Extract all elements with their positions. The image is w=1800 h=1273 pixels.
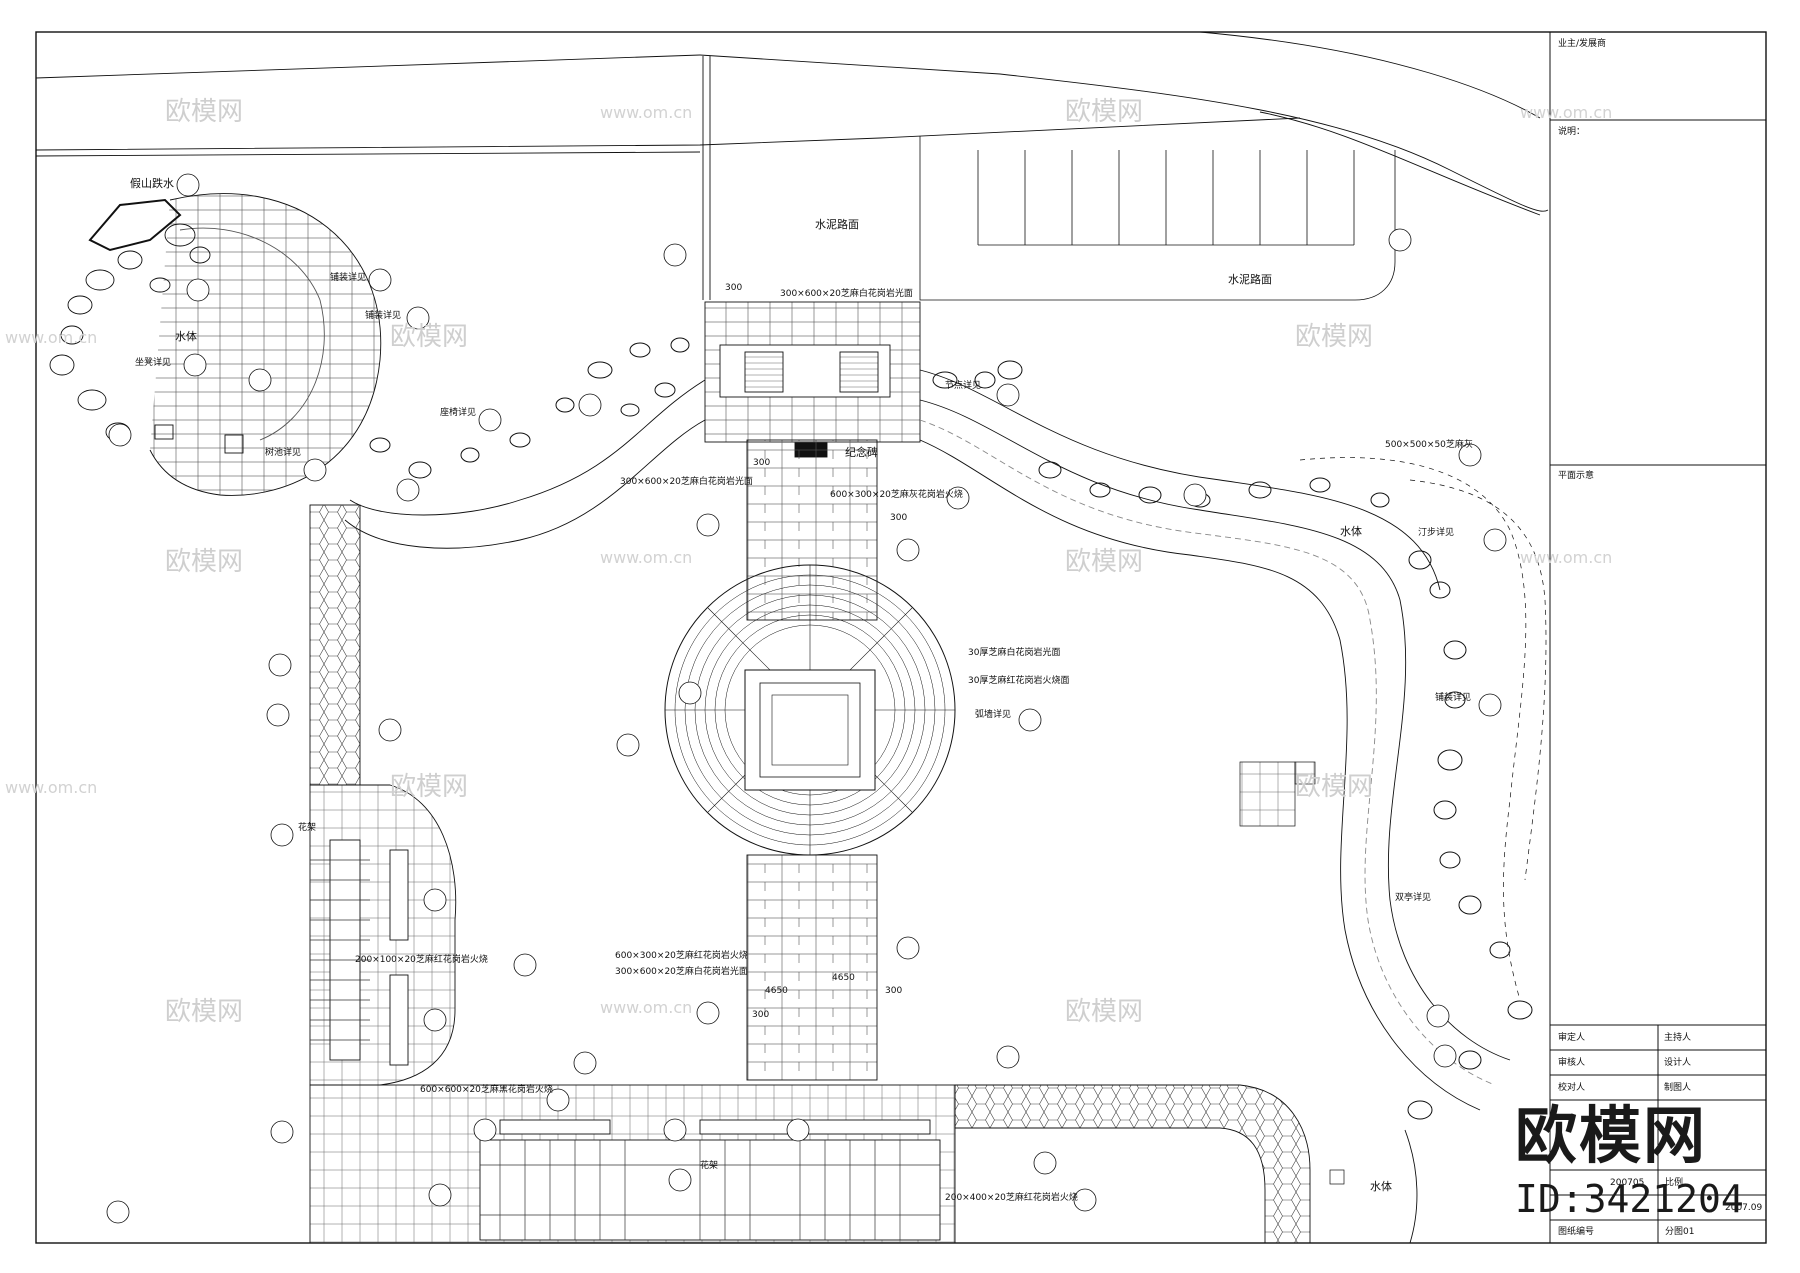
central-walkway-south bbox=[746, 854, 878, 1081]
tb-row-right: 主持人 bbox=[1664, 1031, 1691, 1043]
label-detail: 树池详见 bbox=[265, 446, 301, 458]
label-paving: 30厚芝麻红花岗岩火烧面 bbox=[968, 674, 1069, 686]
label-detail: 铺装详见 bbox=[1435, 691, 1471, 703]
upper-water-channel bbox=[344, 369, 1511, 1111]
tb-row-left: 校对人 bbox=[1558, 1081, 1585, 1093]
watermark-url: www.om.cn bbox=[1520, 103, 1612, 122]
tb-plan-label: 平面示意 bbox=[1558, 469, 1594, 481]
watermark: 欧模网 bbox=[390, 772, 468, 802]
stepping-stones bbox=[1299, 457, 1547, 1001]
dimension: 300 bbox=[890, 513, 907, 523]
rockery-circle bbox=[49, 193, 382, 496]
dimension: 300 bbox=[752, 1010, 769, 1020]
label-memorial-stone: 纪念碑 bbox=[845, 445, 878, 459]
dimension: 300 bbox=[885, 986, 902, 996]
label-paving: 500×500×50芝麻灰 bbox=[1385, 438, 1473, 450]
watermark-url: www.om.cn bbox=[600, 998, 692, 1017]
label-paving: 600×600×20芝麻黑花岗岩火烧 bbox=[420, 1083, 553, 1095]
label-detail: 铺装详见 bbox=[330, 271, 366, 283]
tb-date: 2007.09 bbox=[1725, 1203, 1762, 1213]
bottom-right-hex-path bbox=[954, 1084, 1311, 1244]
dimension: 4650 bbox=[832, 973, 855, 983]
watermark-url: www.om.cn bbox=[600, 548, 692, 567]
label-water: 水体 bbox=[1370, 1179, 1392, 1193]
watermark: 欧模网 bbox=[1065, 997, 1143, 1027]
label-detail: 汀步详见 bbox=[1418, 526, 1454, 538]
watermark: 欧模网 bbox=[1295, 322, 1373, 352]
tb-row-left: 审核人 bbox=[1558, 1056, 1585, 1068]
label-water: 水体 bbox=[1340, 524, 1362, 538]
parking-lot bbox=[919, 136, 1396, 301]
dimension: 300 bbox=[725, 283, 742, 293]
label-paving: 600×300×20芝麻红花岗岩火烧 bbox=[615, 949, 748, 961]
watermark-url: www.om.cn bbox=[5, 778, 97, 797]
lot-divider bbox=[702, 56, 711, 300]
bottom-plaza bbox=[309, 1084, 956, 1244]
label-pergola: 花架 bbox=[298, 821, 316, 833]
watermark: 欧模网 bbox=[165, 547, 243, 577]
watermark: 欧模网 bbox=[165, 997, 243, 1027]
central-circular-plaza bbox=[664, 564, 956, 856]
watermark-layer: 欧模网 欧模网 欧模网 欧模网 欧模网 欧模网 欧模网 欧模网 欧模网 欧模网 … bbox=[5, 97, 1612, 1027]
label-paving: 300×600×20芝麻白花岗岩光面 bbox=[620, 475, 753, 487]
entrance-platform bbox=[704, 301, 921, 458]
label-detail: 座椅详见 bbox=[440, 406, 476, 418]
label-paving: 300×600×20芝麻白花岗岩光面 bbox=[615, 965, 748, 977]
tb-row-right: 设计人 bbox=[1664, 1056, 1691, 1068]
label-rockery-water: 假山跌水 bbox=[130, 176, 174, 190]
tb-project-no: 200705 bbox=[1610, 1178, 1644, 1188]
bottom-right-water bbox=[1404, 1129, 1418, 1244]
label-detail: 弧墙详见 bbox=[975, 708, 1011, 720]
label-paving: 200×400×20芝麻红花岗岩火烧 bbox=[945, 1191, 1078, 1203]
label-paving: 600×300×20芝麻灰花岗岩火烧 bbox=[830, 488, 963, 500]
label-paving: 30厚芝麻白花岗岩光面 bbox=[968, 646, 1060, 658]
label-detail: 铺装详见 bbox=[365, 309, 401, 321]
watermark: 欧模网 bbox=[1295, 772, 1373, 802]
label-cement-road: 水泥路面 bbox=[1228, 273, 1272, 286]
tb-drawing-name: 分图01 bbox=[1665, 1226, 1694, 1237]
watermark-url: www.om.cn bbox=[600, 103, 692, 122]
watermark-url: www.om.cn bbox=[5, 328, 97, 347]
tb-row-left: 审定人 bbox=[1558, 1031, 1585, 1043]
watermark: 欧模网 bbox=[165, 97, 243, 127]
site-logo: 欧模网 ID:3421204 bbox=[1515, 1085, 1755, 1235]
title-block bbox=[1549, 32, 1766, 1243]
title-block-text: 业主/发展商 说明： 平面示意 审定人 主持人 审核人 设计人 校对人 制图人 … bbox=[1558, 37, 1762, 1237]
tb-row-right: 制图人 bbox=[1664, 1081, 1691, 1093]
label-paving: 200×100×20芝麻红花岗岩火烧 bbox=[355, 953, 488, 965]
label-detail: 坐凳详见 bbox=[135, 356, 171, 368]
label-detail: 双亭详见 bbox=[1395, 891, 1431, 903]
watermark: 欧模网 bbox=[1065, 547, 1143, 577]
left-hex-path bbox=[309, 504, 361, 786]
label-water: 水体 bbox=[175, 329, 197, 343]
label-cement-road: 水泥路面 bbox=[815, 218, 859, 231]
left-pergola-court bbox=[309, 784, 457, 1086]
dimension: 300 bbox=[753, 458, 770, 468]
label-detail: 节点详见 bbox=[945, 379, 981, 391]
annotation-labels: 假山跌水 水体 水体 水体 水泥路面 水泥路面 纪念碑 300×600×20芝麻… bbox=[130, 176, 1473, 1203]
dimension: 4650 bbox=[765, 986, 788, 996]
tb-owner: 业主/发展商 bbox=[1558, 37, 1606, 49]
label-paving: 300×600×20芝麻白花岗岩光面 bbox=[780, 287, 913, 299]
watermark: 欧模网 bbox=[390, 322, 468, 352]
rock-chain-left bbox=[369, 337, 690, 479]
rock-chain-right bbox=[932, 360, 1533, 1120]
watermark-url: www.om.cn bbox=[1520, 548, 1612, 567]
tb-notes: 说明： bbox=[1558, 125, 1585, 137]
label-pergola: 花架 bbox=[700, 1159, 718, 1171]
boundary-road bbox=[35, 31, 1549, 216]
watermark: 欧模网 bbox=[1065, 97, 1143, 127]
right-square-paving bbox=[1239, 761, 1345, 1185]
tb-sheet-label: 图纸编号 bbox=[1558, 1225, 1594, 1237]
central-walkway-north bbox=[746, 439, 878, 621]
tb-scale: 比例 bbox=[1665, 1176, 1683, 1188]
logo-id: ID:3421204 bbox=[1515, 1177, 1744, 1221]
detail-callouts bbox=[106, 173, 1507, 1224]
logo-text: 欧模网 bbox=[1515, 1099, 1708, 1172]
